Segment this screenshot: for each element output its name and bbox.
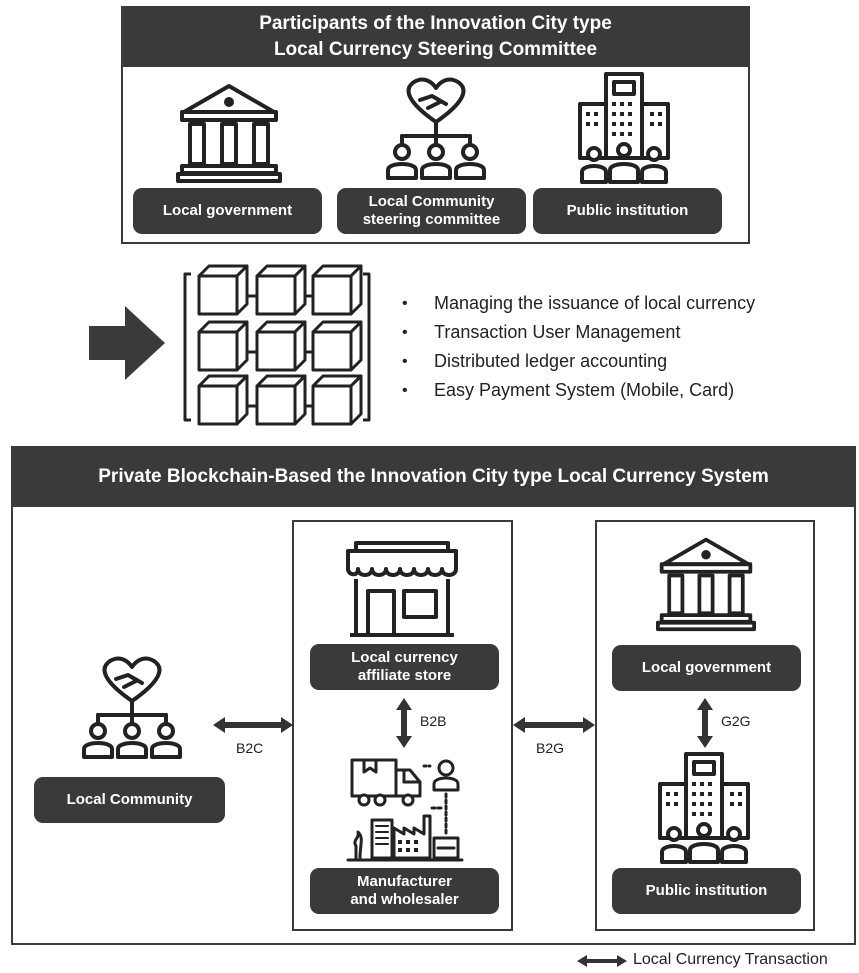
block-cube-icon (197, 264, 249, 316)
committee-title-line2: Local Currency Steering Committee (273, 39, 598, 60)
committee-title-bar: Participants of the Innovation City type… (121, 6, 750, 67)
business-frame (292, 520, 513, 931)
government-frame (595, 520, 815, 931)
block-cube-icon (197, 320, 249, 372)
manufacturer-label: Manufacturer and wholesaler (310, 868, 499, 914)
blockchain-blocks-icon (181, 260, 373, 432)
legend-label: Local Currency Transaction (633, 951, 828, 968)
feature-item: Transaction User Management (402, 318, 852, 347)
feature-list: Managing the issuance of local currency … (402, 289, 852, 405)
system-title-bar: Private Blockchain-Based the Innovation … (11, 446, 856, 507)
b2g-label: B2G (536, 740, 565, 756)
block-cube-icon (255, 374, 307, 426)
block-cube-icon (255, 264, 307, 316)
community-handshake-icon (76, 651, 188, 761)
b2b-double-arrow-icon (396, 698, 412, 748)
store-icon (346, 539, 458, 641)
manufacturer-truck-factory-icon (346, 754, 464, 864)
block-cube-icon (311, 374, 363, 426)
feature-item: Managing the issuance of local currency (402, 289, 852, 318)
block-cube-icon (311, 264, 363, 316)
feature-item: Easy Payment System (Mobile, Card) (402, 376, 852, 405)
b2c-double-arrow-icon (213, 717, 293, 733)
b2c-label: B2C (236, 740, 264, 756)
system-title: Private Blockchain-Based the Innovation … (98, 466, 769, 487)
g2g-label: G2G (721, 713, 751, 729)
public-institution-label: Public institution (612, 868, 801, 914)
b2b-label: B2B (420, 713, 447, 729)
participant-local-government: Local government (133, 188, 322, 234)
public-institution-icon (574, 70, 674, 186)
community-handshake-icon (380, 72, 492, 182)
block-cube-icon (255, 320, 307, 372)
right-arrow-icon (89, 306, 165, 380)
feature-item: Distributed ledger accounting (402, 347, 852, 376)
legend-double-arrow-icon (577, 955, 627, 967)
b2g-double-arrow-icon (513, 717, 595, 733)
government-building-icon (176, 82, 282, 184)
local-community-label: Local Community (34, 777, 225, 823)
participant-community-committee: Local Community steering committee (337, 188, 526, 234)
committee-frame (121, 65, 750, 244)
block-cube-icon (311, 320, 363, 372)
affiliate-store-label: Local currency affiliate store (310, 644, 499, 690)
participant-public-institution: Public institution (533, 188, 722, 234)
committee-title-line1: Participants of the Innovation City type (259, 13, 612, 34)
block-cube-icon (197, 374, 249, 426)
public-institution-icon (654, 750, 754, 866)
system-frame (11, 505, 856, 945)
local-government-label: Local government (612, 645, 801, 691)
government-building-icon (656, 534, 756, 634)
g2g-double-arrow-icon (697, 698, 713, 748)
